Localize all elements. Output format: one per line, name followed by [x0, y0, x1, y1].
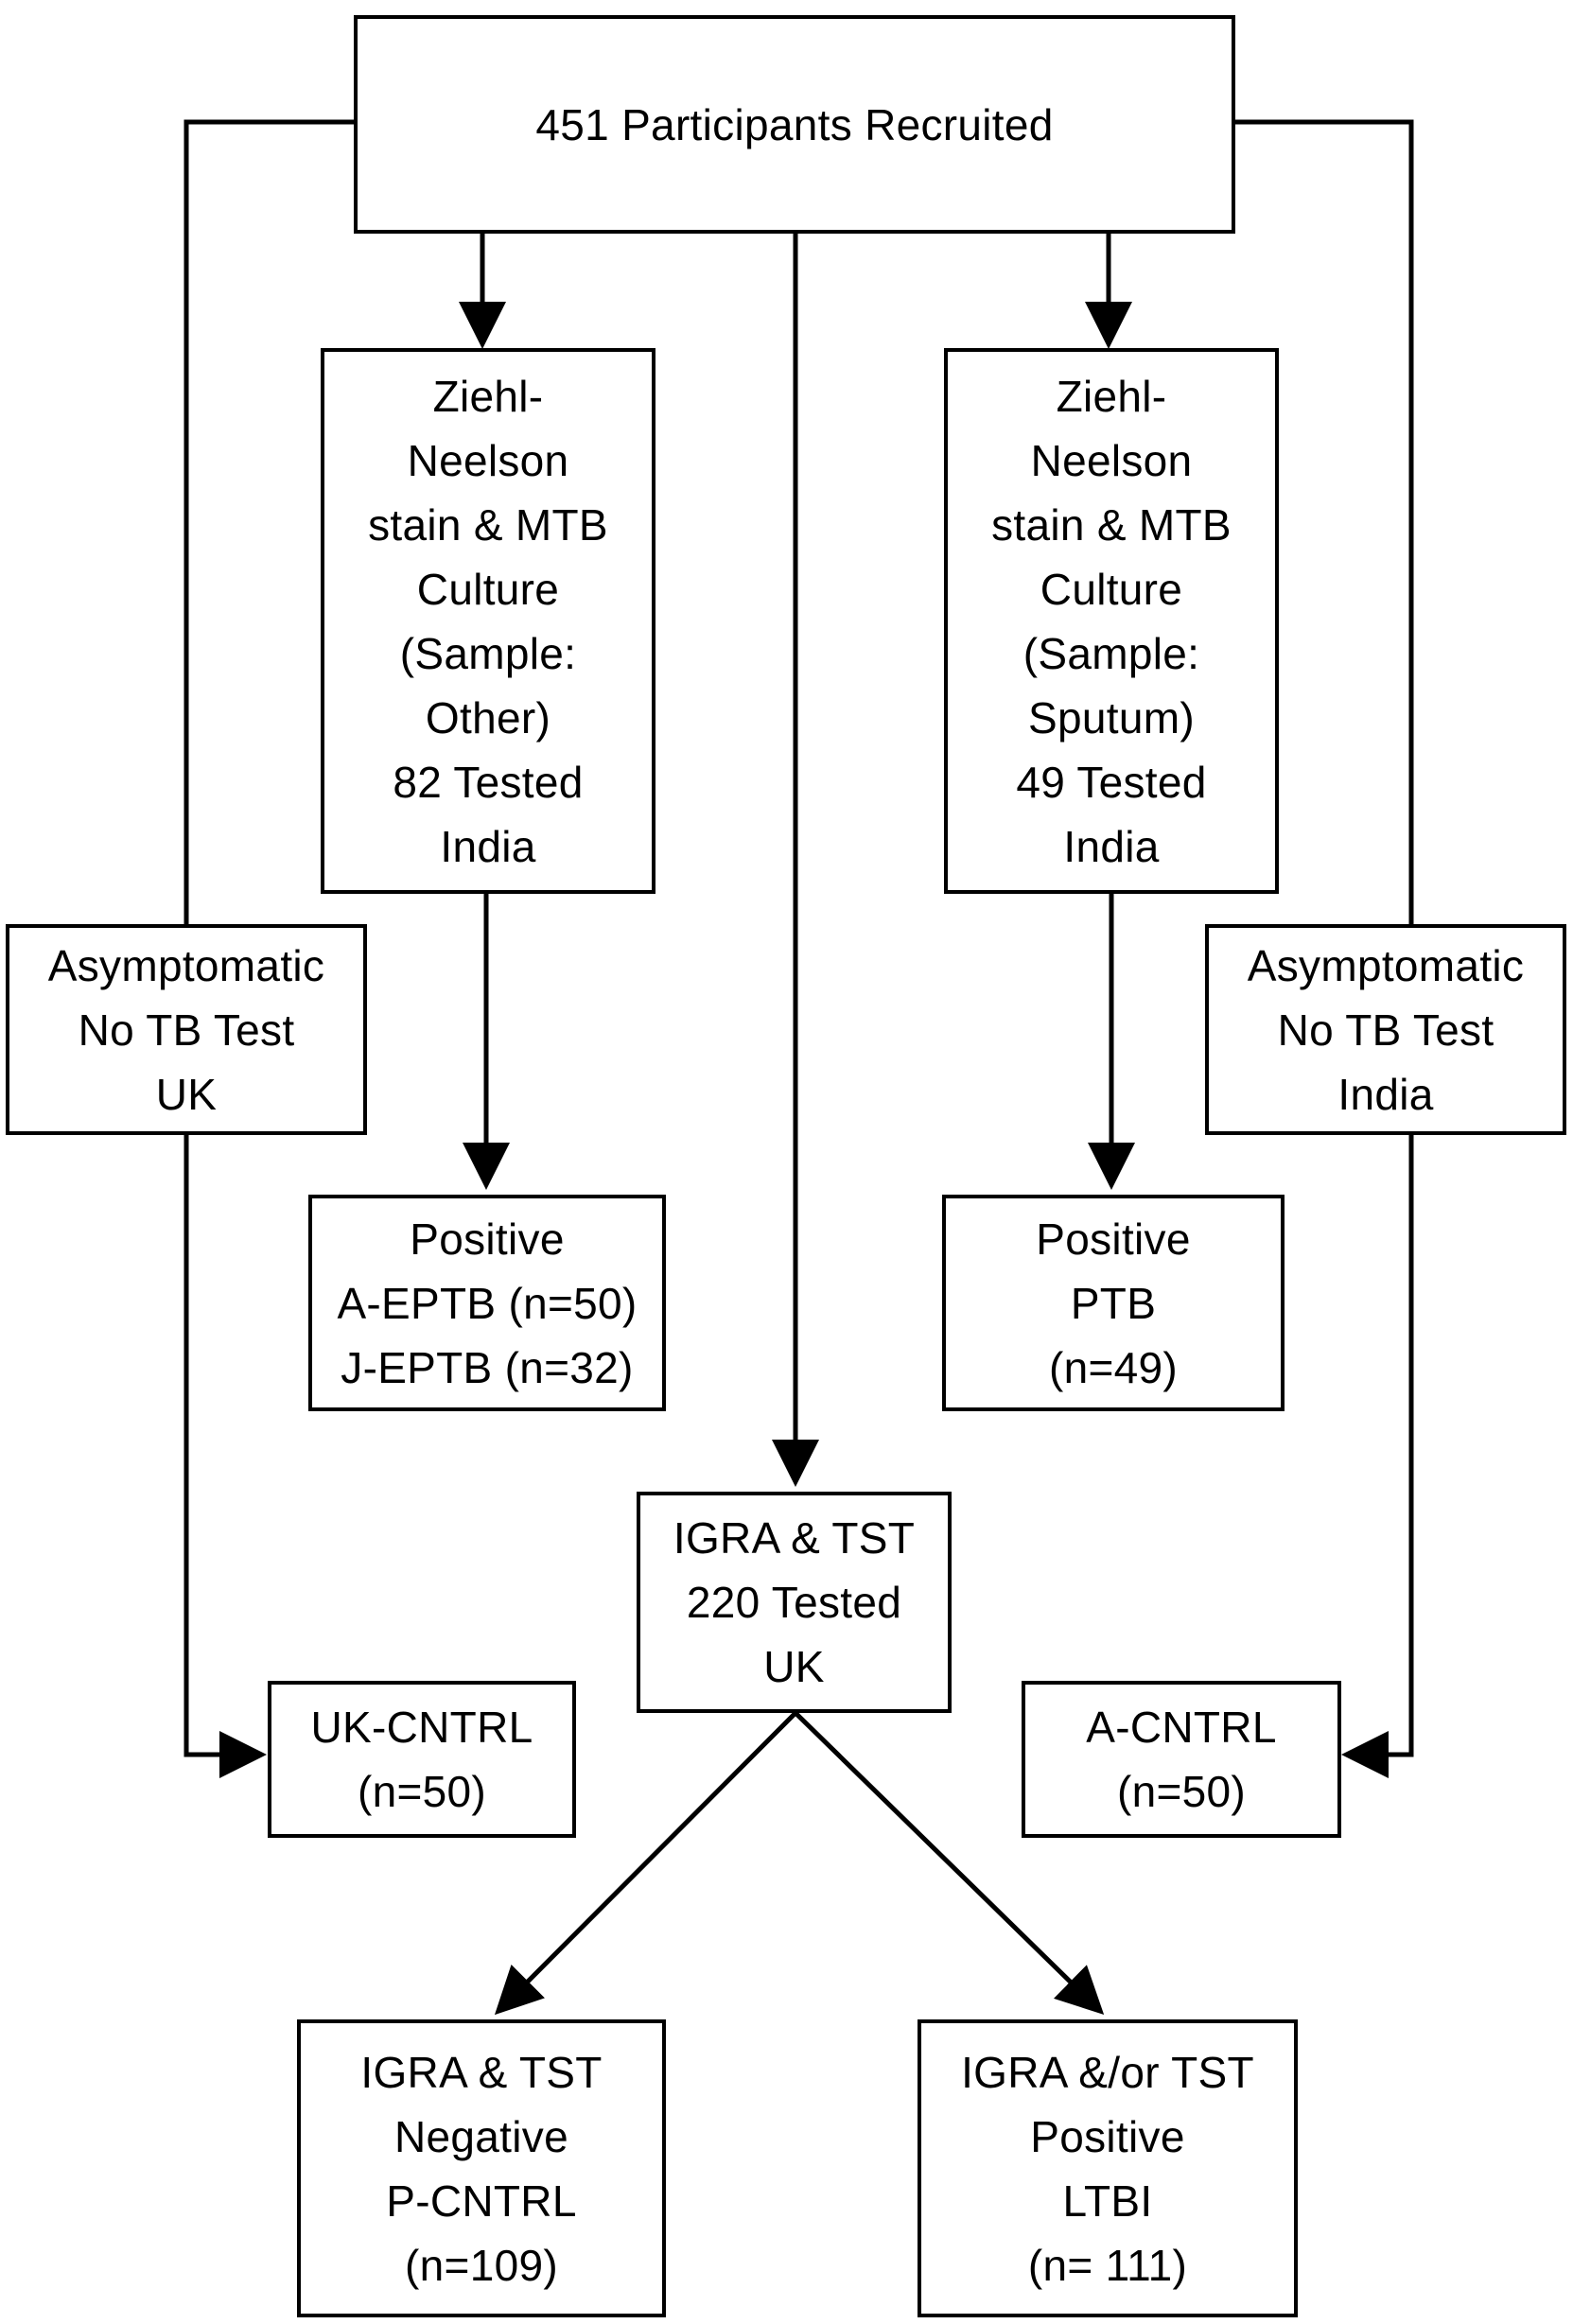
connector-asymptomatic-india-to-a-cntrl [1341, 1135, 1414, 1778]
box-participants-recruited: 451 Participants Recruited [354, 15, 1235, 234]
box-a-cntrl: A-CNTRL (n=50) [1022, 1681, 1341, 1838]
box-positive-eptb: Positive A-EPTB (n=50) J-EPTB (n=32) [308, 1195, 666, 1411]
box-zn-culture-other-label: Ziehl- Neelson stain & MTB Culture (Samp… [368, 371, 608, 871]
connector-recruited-to-a-cntrl [1235, 119, 1414, 924]
box-uk-cntrl-label: UK-CNTRL (n=50) [310, 1703, 533, 1816]
box-participants-recruited-label: 451 Participants Recruited [535, 99, 1054, 149]
box-asymptomatic-uk: Asymptomatic No TB Test UK [6, 924, 367, 1135]
box-igra-tst-positive: IGRA &/or TST Positive LTBI (n= 111) [918, 2019, 1298, 2317]
box-zn-culture-other: Ziehl- Neelson stain & MTB Culture (Samp… [321, 348, 655, 894]
box-a-cntrl-label: A-CNTRL (n=50) [1086, 1703, 1277, 1816]
connector-igra-tst-to-negative [494, 1711, 797, 2016]
box-igra-tst-label: IGRA & TST 220 Tested UK [673, 1513, 916, 1691]
connector-asymptomatic-uk-to-uk-cntrl [184, 1135, 267, 1778]
box-positive-ptb: Positive PTB (n=49) [942, 1195, 1285, 1411]
box-igra-tst-negative: IGRA & TST Negative P-CNTRL (n=109) [297, 2019, 666, 2317]
box-igra-tst: IGRA & TST 220 Tested UK [637, 1492, 952, 1713]
box-uk-cntrl: UK-CNTRL (n=50) [268, 1681, 576, 1838]
box-asymptomatic-india-label: Asymptomatic No TB Test India [1247, 940, 1525, 1119]
box-positive-eptb-label: Positive A-EPTB (n=50) J-EPTB (n=32) [337, 1214, 638, 1392]
box-zn-culture-sputum-label: Ziehl- Neelson stain & MTB Culture (Samp… [991, 371, 1232, 871]
box-asymptomatic-india: Asymptomatic No TB Test India [1205, 924, 1566, 1135]
box-igra-tst-negative-label: IGRA & TST Negative P-CNTRL (n=109) [360, 2047, 603, 2290]
box-zn-culture-sputum: Ziehl- Neelson stain & MTB Culture (Samp… [944, 348, 1279, 894]
box-igra-tst-positive-label: IGRA &/or TST Positive LTBI (n= 111) [961, 2047, 1254, 2290]
connector-recruited-to-uk-cntrl [184, 119, 354, 924]
box-positive-ptb-label: Positive PTB (n=49) [1036, 1214, 1191, 1392]
connector-igra-tst-to-positive [794, 1711, 1105, 2015]
box-asymptomatic-uk-label: Asymptomatic No TB Test UK [47, 940, 325, 1119]
